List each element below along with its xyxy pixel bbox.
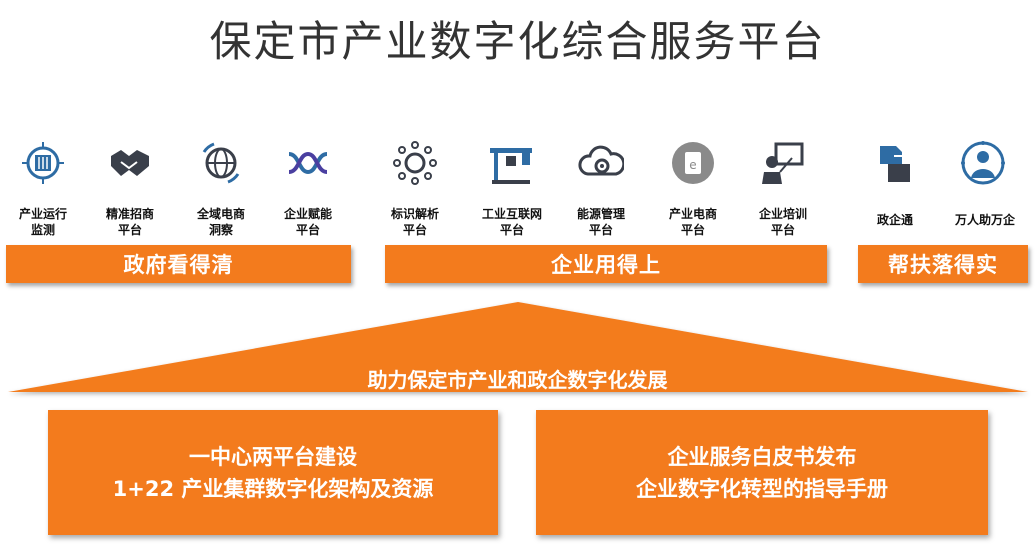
- icon-label: 产业运行 监测: [18, 207, 67, 237]
- box-line: 企业数字化转型的指导手册: [636, 476, 888, 501]
- icon-label: 标识解析 平台: [390, 207, 439, 237]
- box-whitepaper: 企业服务白皮书发布 企业数字化转型的指导手册: [536, 410, 988, 535]
- icon-label: 万人助万企: [954, 213, 1015, 227]
- circuit-chip-icon: [20, 140, 66, 186]
- exchange-icon: [872, 140, 918, 186]
- icon-label: 企业培训 平台: [758, 207, 807, 237]
- roof-triangle: [8, 302, 1028, 392]
- box-center-platform: 一中心两平台建设 1+22 产业集群数字化架构及资源: [48, 410, 498, 535]
- globe-icon: [198, 140, 244, 186]
- group-bar-government: 政府看得清: [6, 245, 351, 283]
- network-hub-icon: [392, 140, 438, 186]
- icon-label: 全域电商 洞察: [196, 207, 245, 237]
- factory-crane-icon: [488, 140, 534, 186]
- svg-text:e: e: [689, 158, 696, 172]
- box-line: 一中心两平台建设: [189, 444, 357, 469]
- handshake-icon: [107, 140, 153, 186]
- banner-text: 助力保定市产业和政企数字化发展: [367, 368, 668, 392]
- group-bar-enterprise: 企业用得上: [385, 245, 827, 283]
- icon-label: 产业电商 平台: [668, 207, 717, 237]
- box-line: 1+22 产业集群数字化架构及资源: [112, 476, 434, 501]
- page-title: 保定市产业数字化综合服务平台: [209, 17, 826, 66]
- icon-label: 工业互联网 平台: [481, 207, 542, 237]
- cloud-gear-icon: [578, 140, 624, 186]
- icon-label: 企业赋能 平台: [283, 207, 332, 237]
- dna-icon: [285, 140, 331, 186]
- people-globe-icon: [960, 140, 1006, 186]
- box-line: 企业服务白皮书发布: [667, 444, 857, 469]
- icon-label: 能源管理 平台: [576, 207, 625, 237]
- shopping-tag-icon: e: [670, 140, 716, 186]
- group-bar-support: 帮扶落得实: [858, 245, 1028, 283]
- trainer-board-icon: [760, 140, 806, 186]
- icon-label: 政企通: [876, 213, 913, 227]
- icon-label: 精准招商 平台: [105, 207, 154, 237]
